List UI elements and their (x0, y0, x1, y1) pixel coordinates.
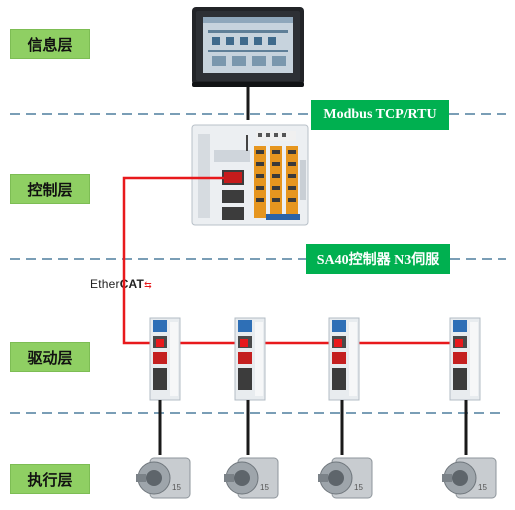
layer-label-exec: 执行层 (10, 464, 90, 494)
layer-label-drive: 驱动层 (10, 342, 90, 372)
servo-drive-4-icon (449, 317, 481, 401)
protocol-modbus: Modbus TCP/RTU (311, 100, 449, 130)
ethercat-bus-line (122, 176, 470, 345)
layer-label-control: 控制层 (10, 174, 90, 204)
servo-drive-1-icon (149, 317, 181, 401)
ethercat-logo: EtherCAT⇆ (90, 277, 152, 291)
motor-2-badge: 15 (260, 483, 269, 492)
servo-motor-3-icon: 15 (318, 457, 373, 499)
servo-motor-2-icon: 15 (224, 457, 279, 499)
motor-3-badge: 15 (354, 483, 363, 492)
bus-node-4 (455, 339, 463, 347)
ethercat-light: Ether (90, 277, 120, 291)
motor-4-badge: 15 (478, 483, 487, 492)
servo-drive-2-icon (234, 317, 266, 401)
bus-node-3 (334, 339, 342, 347)
controller-icon (191, 124, 309, 226)
bus-node-2 (240, 339, 248, 347)
servo-motor-1-icon: 15 (136, 457, 191, 499)
motor-1-badge: 15 (172, 483, 181, 492)
protocol-servo: SA40控制器 N3伺服 (306, 244, 450, 274)
servo-motor-4-icon: 15 (442, 457, 497, 499)
ethercat-bold: CAT (119, 277, 145, 291)
hmi-touchscreen-icon (192, 7, 304, 87)
servo-drive-3-icon (328, 317, 360, 401)
layer-label-info: 信息层 (10, 29, 90, 59)
bus-node-1 (156, 339, 164, 347)
